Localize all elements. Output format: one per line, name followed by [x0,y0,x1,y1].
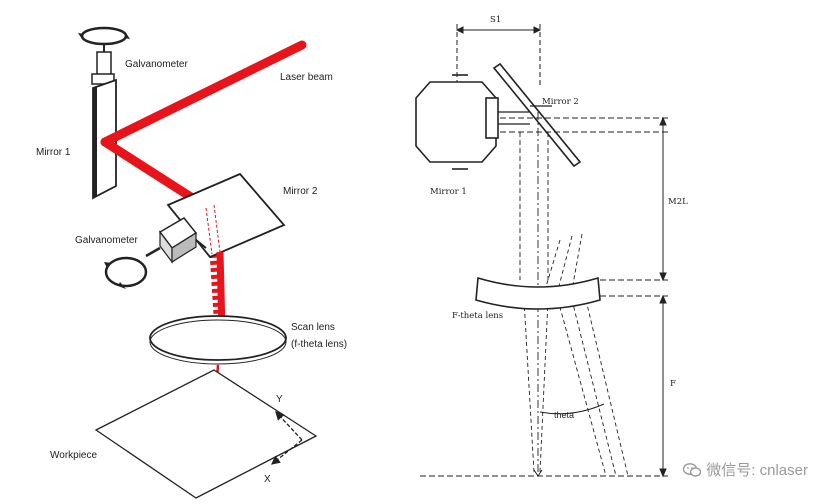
mirror-1-label-right: Mirror 1 [430,187,467,197]
right-diagram: S1 Mirror 1 Mirror 2 [415,15,688,478]
m2l-label: M2L [668,197,688,207]
mirror-1 [92,78,117,200]
laser-beam-path [100,40,307,331]
galvanometer-bottom-label: Galvanometer [75,235,138,246]
mirror-2-right [492,62,582,168]
focal-point-marker [533,469,543,477]
watermark: 微信号: cnlaser [683,459,808,480]
s1-label: S1 [490,15,501,25]
m2l-dimension [659,116,667,282]
wechat-icon [683,462,702,477]
mirror-1-motor [415,74,530,170]
workpiece [94,369,318,499]
axis-x-label: X [264,474,271,485]
f-theta-lens-label: F-theta lens [452,311,503,321]
theta-label: theta [554,410,574,420]
f-label: F [670,379,676,389]
axis-y-label: Y [276,394,283,405]
scan-lens [149,315,287,365]
f-dimension [659,294,667,478]
xy-axes [270,411,303,465]
galvanometer-bottom [145,217,207,264]
watermark-text: 微信号: cnlaser [706,462,808,479]
s1-dimension [455,24,542,88]
scan-lens-label: Scan lens [291,322,335,333]
rotation-arrow-icon-top [78,26,130,46]
f-theta-lens-right [475,276,601,310]
mirror-2-label: Mirror 2 [283,186,318,197]
reference-lines [420,117,668,477]
left-diagram: Galvanometer Mirror 1 Laser beam Mirror … [36,26,347,499]
galvanometer-top-label: Galvanometer [125,59,188,70]
workpiece-label: Workpiece [50,450,97,461]
mirror-1-label: Mirror 1 [36,147,71,158]
laser-beam-label: Laser beam [280,72,333,83]
theta-arc [539,403,605,415]
rotation-arrow-icon-bottom [104,256,148,289]
mirror-2-label-right: Mirror 2 [542,97,579,107]
galvanometer-top [91,44,115,85]
scan-lens-sub-label: (f-theta lens) [291,339,347,350]
